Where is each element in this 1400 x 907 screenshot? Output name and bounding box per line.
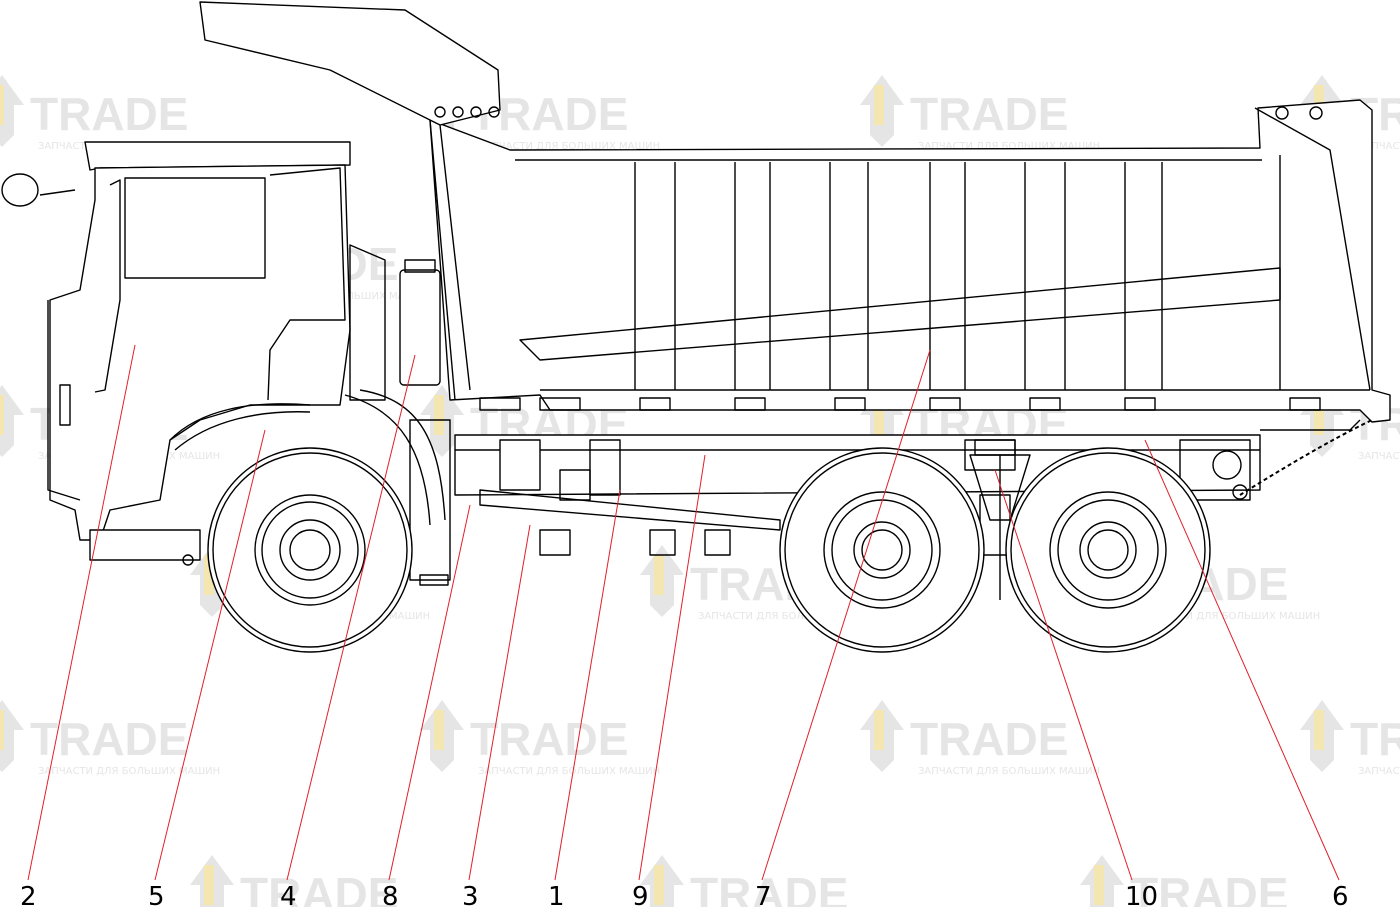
watermark-tagline: ЗАПЧАСТИ ДЛЯ БОЛЬШИХ МАШИН bbox=[1358, 766, 1400, 777]
watermark-logo-icon bbox=[420, 700, 464, 772]
tailgate-chain bbox=[1232, 419, 1373, 500]
watermark-tagline: ЗАПЧАСТИ ДЛЯ БОЛЬШИХ МАШИН bbox=[38, 766, 220, 777]
leader-line-6 bbox=[1144, 439, 1340, 881]
body-ribs bbox=[634, 155, 1281, 390]
callout-4: 4 bbox=[280, 882, 297, 907]
callout-2: 2 bbox=[20, 882, 37, 907]
watermark-tagline: ЗАПЧАСТИ ДЛЯ БОЛЬШИХ МАШИН bbox=[698, 611, 880, 622]
watermark-logo-icon bbox=[190, 855, 234, 907]
watermark-logo-icon bbox=[1300, 700, 1344, 772]
callout-6: 6 bbox=[1332, 882, 1349, 907]
front-wheel bbox=[169, 403, 413, 653]
callout-labels: 2 5 4 8 3 1 9 7 10 6 bbox=[20, 882, 1349, 907]
engine-area bbox=[344, 244, 451, 586]
callout-5: 5 bbox=[148, 882, 165, 907]
watermark-logo-icon bbox=[860, 700, 904, 772]
watermark-brand: TRADE bbox=[30, 88, 188, 140]
watermark-logo-icon bbox=[640, 545, 684, 617]
watermark-brand: TRADE bbox=[30, 713, 188, 765]
watermark-brand: TRADE bbox=[910, 713, 1068, 765]
leader-line-5 bbox=[154, 429, 266, 881]
callout-1: 1 bbox=[548, 882, 565, 907]
callout-3: 3 bbox=[462, 882, 479, 907]
leader-line-8 bbox=[388, 504, 471, 881]
rear-wheel-2 bbox=[1005, 447, 1211, 653]
leader-line-1 bbox=[554, 489, 621, 881]
cab-protector bbox=[199, 1, 501, 401]
truck-drawing bbox=[1, 1, 1391, 653]
leader-line-2 bbox=[27, 344, 136, 881]
callout-9: 9 bbox=[632, 882, 649, 907]
leader-line-4 bbox=[286, 354, 416, 881]
leader-line-9 bbox=[638, 454, 706, 881]
driveline bbox=[479, 439, 1011, 556]
leader-line-10 bbox=[994, 469, 1133, 881]
callout-8: 8 bbox=[382, 882, 399, 907]
watermark-tagline: ЗАПЧАСТИ ДЛЯ БОЛЬШИХ МАШИН bbox=[478, 141, 660, 152]
watermark-brand: TRADE bbox=[910, 88, 1068, 140]
leader-line-3 bbox=[468, 524, 531, 881]
watermark-logo-icon bbox=[0, 700, 24, 772]
watermark-logo-icon bbox=[0, 385, 24, 457]
watermark-logo-icon bbox=[1080, 855, 1124, 907]
dump-body bbox=[429, 99, 1391, 423]
watermark-brand: TRADE bbox=[1130, 868, 1288, 907]
front-bumper bbox=[89, 529, 201, 566]
rear-suspension bbox=[969, 439, 1031, 600]
callout-10: 10 bbox=[1125, 882, 1158, 907]
watermark-tagline: ЗАПЧАСТИ ДЛЯ БОЛЬШИХ МАШИН bbox=[478, 766, 660, 777]
watermark-tagline: ЗАПЧАСТИ ДЛЯ БОЛЬШИХ МАШИН bbox=[918, 141, 1100, 152]
watermark-brand: TRADE bbox=[470, 713, 628, 765]
cab bbox=[1, 141, 351, 541]
leader-line-7 bbox=[761, 349, 931, 881]
leader-lines bbox=[27, 344, 1340, 881]
watermark-tagline: ЗАПЧАСТИ ДЛЯ БОЛЬШИХ МАШИН bbox=[1358, 141, 1400, 152]
rear-wheel-1 bbox=[779, 447, 985, 653]
callout-7: 7 bbox=[755, 882, 772, 907]
watermark-brand: TRADE bbox=[1350, 713, 1400, 765]
watermark-tagline: ЗАПЧАСТИ ДЛЯ БОЛЬШИХ МАШИН bbox=[1138, 611, 1320, 622]
watermark-tagline: ЗАПЧАСТИ ДЛЯ БОЛЬШИХ МАШИН bbox=[918, 766, 1100, 777]
watermark-logo-icon bbox=[0, 75, 24, 147]
watermark-logo-icon bbox=[860, 75, 904, 147]
watermark-tagline: ЗАПЧАСТИ ДЛЯ БОЛЬШИХ МАШИН bbox=[1358, 451, 1400, 462]
watermark-brand: TRADE bbox=[690, 868, 848, 907]
watermark-brand: TRADE bbox=[240, 868, 398, 907]
